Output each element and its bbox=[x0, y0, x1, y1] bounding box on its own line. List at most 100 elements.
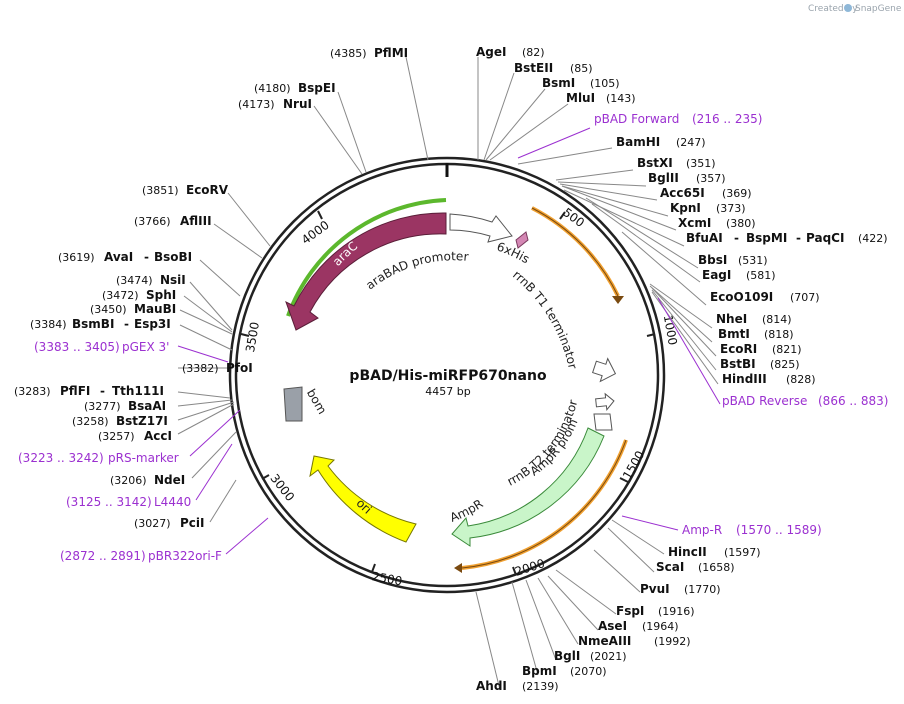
site-nhei[interactable]: NheI bbox=[716, 312, 747, 326]
site-bsmi[interactable]: BsmI bbox=[542, 76, 575, 90]
site-pcii[interactable]: PciI bbox=[180, 516, 205, 530]
ampr-promoter-box bbox=[593, 413, 613, 431]
site-acci[interactable]: AccI bbox=[144, 429, 172, 443]
site-bgli[interactable]: BglI bbox=[554, 649, 580, 663]
site-avai-sep: - bbox=[144, 250, 149, 264]
site-pfoi[interactable]: PfoI bbox=[226, 361, 253, 375]
site-nrui[interactable]: NruI bbox=[283, 97, 312, 111]
arabad-promoter-label: araBAD promoter bbox=[363, 249, 469, 292]
site-hincii[interactable]: HincII bbox=[668, 545, 707, 559]
site-bamhi[interactable]: BamHI bbox=[616, 135, 660, 149]
site-mlui-position: (143) bbox=[606, 92, 636, 105]
site-bsaai[interactable]: BsaAI bbox=[128, 399, 166, 413]
primer-pbr322ori-f[interactable]: pBR322ori-F bbox=[148, 549, 222, 563]
site-bfuai-sep: - bbox=[734, 231, 739, 245]
site-ecori[interactable]: EcoRI bbox=[720, 342, 757, 356]
site-avai[interactable]: AvaI bbox=[104, 250, 133, 264]
site-bstbi[interactable]: BstBI bbox=[720, 357, 756, 371]
snapgene-logo-icon bbox=[844, 4, 852, 12]
feature-arc-lower-right-arrowhead bbox=[454, 563, 462, 573]
primer-amp-r[interactable]: Amp-R bbox=[682, 523, 722, 537]
primer-prs-marker[interactable]: pRS-marker bbox=[108, 451, 179, 465]
feature-ori[interactable]: ori bbox=[309, 455, 417, 543]
site-eagi[interactable]: EagI bbox=[702, 268, 731, 282]
primer-l4440[interactable]: L4440 bbox=[154, 495, 191, 509]
backbone-outer-ring bbox=[228, 156, 666, 594]
site-avai-position: (3619) bbox=[58, 251, 95, 264]
site-kpni[interactable]: KpnI bbox=[670, 201, 701, 215]
site-tth111i[interactable]: Tth111I bbox=[112, 384, 164, 398]
site-pflfi-sep: - bbox=[100, 384, 105, 398]
site-bsteii[interactable]: BstEII bbox=[514, 61, 553, 75]
site-bglii[interactable]: BglII bbox=[648, 171, 679, 185]
bom-label: bom bbox=[304, 387, 329, 417]
primer-pbad-reverse-position: (866 .. 883) bbox=[818, 394, 888, 408]
site-pflfi[interactable]: PflFI bbox=[60, 384, 90, 398]
site-bbsi[interactable]: BbsI bbox=[698, 253, 727, 267]
site-hindiii[interactable]: HindIII bbox=[722, 372, 767, 386]
site-bpmi[interactable]: BpmI bbox=[522, 664, 557, 678]
site-asei[interactable]: AseI bbox=[598, 619, 627, 633]
primer-pbr322ori-f-position: (2872 .. 2891) bbox=[60, 549, 146, 563]
site-bfuai[interactable]: BfuAI bbox=[686, 231, 723, 245]
tick-label-2500: 2500 bbox=[371, 569, 404, 588]
feature-ampr[interactable]: AmpR bbox=[448, 427, 605, 547]
primer-pgex3[interactable]: pGEX 3' bbox=[122, 340, 169, 354]
site-bsobi[interactable]: BsoBI bbox=[154, 250, 192, 264]
site-scai[interactable]: ScaI bbox=[656, 560, 684, 574]
right-site-labels: AgeI (82) BstEII (85) BsmI (105) MluI (1… bbox=[476, 45, 888, 693]
backbone bbox=[228, 156, 666, 594]
primer-pbad-forward[interactable]: pBAD Forward bbox=[594, 112, 679, 126]
outer-feature-arcs bbox=[454, 206, 628, 573]
site-bstz17i-position: (3258) bbox=[72, 415, 109, 428]
site-agei-position: (82) bbox=[522, 46, 545, 59]
primer-pgex3-position: (3383 .. 3405) bbox=[34, 340, 120, 354]
site-bstz17i[interactable]: BstZ17I bbox=[116, 414, 168, 428]
site-pflfi-position: (3283) bbox=[14, 385, 51, 398]
site-agei[interactable]: AgeI bbox=[476, 45, 506, 59]
snapgene-credit: Created by SnapGene bbox=[808, 4, 902, 14]
site-hindiii-position: (828) bbox=[786, 373, 816, 386]
site-pfoi-position: (3382) bbox=[182, 362, 219, 375]
site-bmti[interactable]: BmtI bbox=[718, 327, 750, 341]
site-nsii[interactable]: NsiI bbox=[160, 273, 186, 287]
site-bsmbi[interactable]: BsmBI bbox=[72, 317, 114, 331]
site-xcmi[interactable]: XcmI bbox=[678, 216, 711, 230]
site-ecori-position: (821) bbox=[772, 343, 802, 356]
site-ecoo109i[interactable]: EcoO109I bbox=[710, 290, 773, 304]
site-esp3i[interactable]: Esp3I bbox=[134, 317, 171, 331]
site-ecorv[interactable]: EcoRV bbox=[186, 183, 229, 197]
bom-box bbox=[283, 386, 303, 422]
site-acc65i-position: (369) bbox=[722, 187, 752, 200]
site-aflii[interactable]: AflIII bbox=[180, 214, 212, 228]
site-maubi[interactable]: MauBI bbox=[134, 302, 176, 316]
site-bsteii-position: (85) bbox=[570, 62, 593, 75]
site-acc65i[interactable]: Acc65I bbox=[660, 186, 705, 200]
site-nhei-position: (814) bbox=[762, 313, 792, 326]
rrnb-t1-arrow bbox=[592, 357, 617, 383]
feature-bom[interactable]: bom bbox=[283, 386, 329, 422]
site-bstxi[interactable]: BstXI bbox=[637, 156, 673, 170]
site-pvui[interactable]: PvuI bbox=[640, 582, 670, 596]
plasmid-title: pBAD/His-miRFP670nano 4457 bp bbox=[349, 368, 547, 398]
site-bspmi-sep: - bbox=[796, 231, 801, 245]
tick-label-3000: 3000 bbox=[267, 471, 297, 504]
site-fspi[interactable]: FspI bbox=[616, 604, 644, 618]
site-asei-position: (1964) bbox=[642, 620, 679, 633]
site-nmeaiii-position: (1992) bbox=[654, 635, 691, 648]
site-ndei[interactable]: NdeI bbox=[154, 473, 185, 487]
primer-pbad-reverse[interactable]: pBAD Reverse bbox=[722, 394, 807, 408]
site-ahdi[interactable]: AhdI bbox=[476, 679, 507, 693]
site-pflmi[interactable]: PflMI bbox=[374, 46, 408, 60]
site-bspmi[interactable]: BspMI bbox=[746, 231, 787, 245]
site-bsaai-position: (3277) bbox=[84, 400, 121, 413]
site-bspei[interactable]: BspEI bbox=[298, 81, 336, 95]
site-acci-position: (3257) bbox=[98, 430, 135, 443]
site-paqci[interactable]: PaqCI bbox=[806, 231, 844, 245]
site-nmeaiii[interactable]: NmeAIII bbox=[578, 634, 631, 648]
site-sphi[interactable]: SphI bbox=[146, 288, 176, 302]
site-mlui[interactable]: MluI bbox=[566, 91, 595, 105]
site-bspei-position: (4180) bbox=[254, 82, 291, 95]
site-fspi-position: (1916) bbox=[658, 605, 695, 618]
rrnb-t2-arrow bbox=[595, 392, 615, 411]
